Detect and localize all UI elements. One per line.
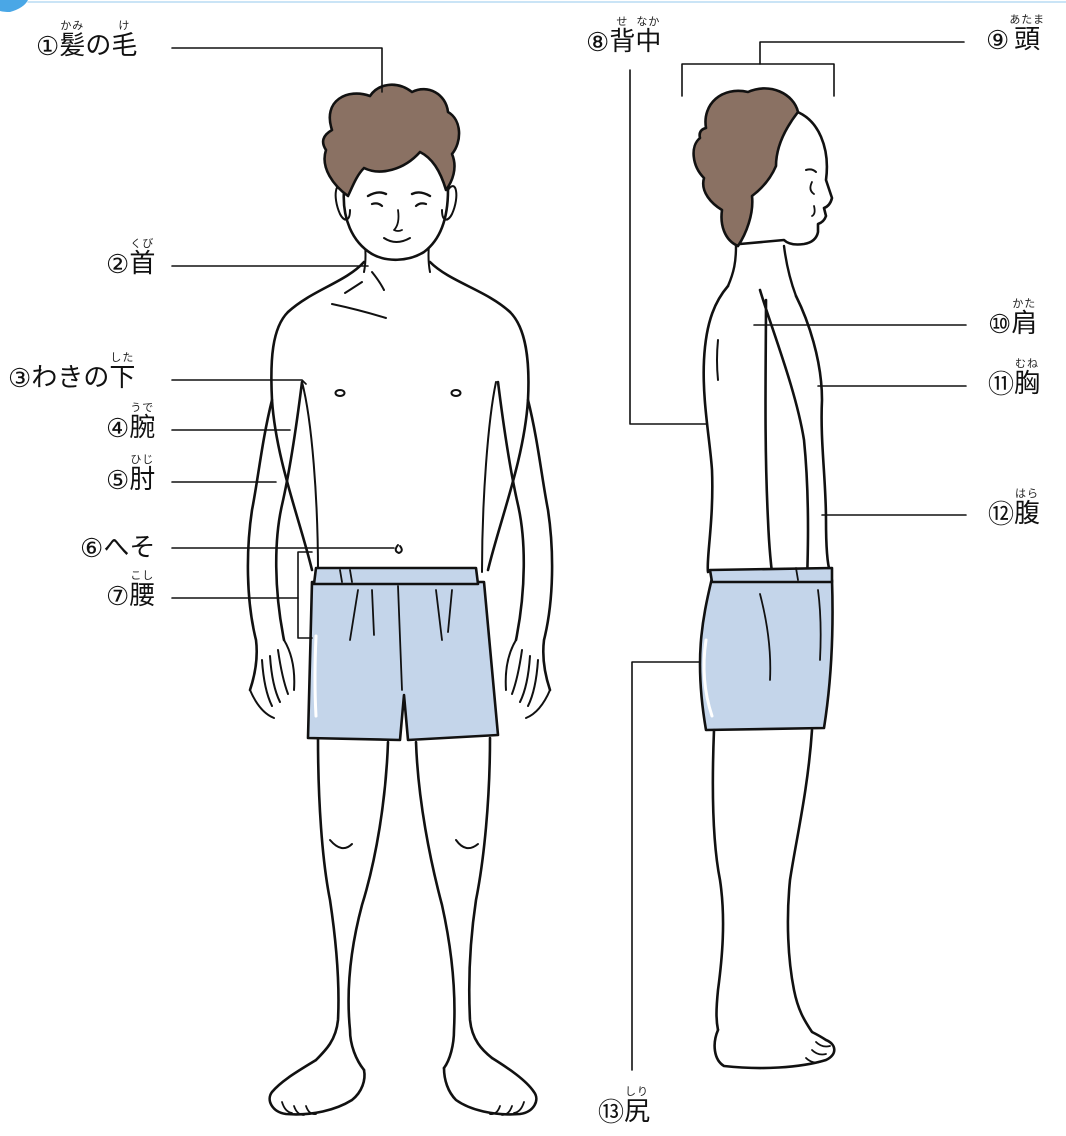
label-number: ③ — [8, 366, 31, 392]
label-number: ⑤ — [106, 468, 129, 494]
front-knee-right — [456, 840, 478, 848]
label-ruby-group: くび首 — [129, 238, 155, 278]
leader-head — [760, 42, 964, 64]
label-number: ⑧ — [586, 30, 609, 56]
side-shorts — [700, 568, 833, 730]
label-number: ④ — [106, 416, 129, 442]
front-shoulder-right — [430, 262, 510, 312]
label-ruby-group: かた肩 — [1011, 298, 1037, 338]
leader-hair — [172, 48, 382, 92]
front-nipple-left — [336, 390, 345, 396]
side-head — [694, 88, 832, 246]
label-text: 胸 — [1014, 370, 1040, 398]
label-number: ⑥ — [80, 536, 103, 562]
label-number: ⑦ — [106, 584, 129, 610]
front-knee-left — [330, 840, 352, 848]
label-text: 腕 — [129, 414, 155, 442]
front-legs — [316, 738, 492, 1070]
front-feet — [270, 1058, 537, 1115]
leader-back — [630, 70, 706, 424]
corner-accent — [0, 0, 28, 12]
label-ruby-group: かみ髪 — [59, 20, 85, 60]
label-ruby-group: むね胸 — [1014, 358, 1040, 398]
side-leg-back — [713, 730, 723, 1030]
label-ruby-group: こし腰 — [129, 570, 155, 610]
label-text: 腰 — [129, 582, 155, 610]
label-ruby-group: うで腕 — [129, 402, 155, 442]
label-ruby-group: はら腹 — [1014, 488, 1040, 528]
label-text: 腹 — [1014, 500, 1040, 528]
leader-buttocks — [632, 662, 700, 1070]
label-text: わきの — [31, 364, 109, 392]
label-text: 首 — [129, 250, 155, 278]
label-ruby-group: せ背 — [609, 16, 635, 56]
label-text: 毛 — [111, 32, 137, 60]
side-leg-front — [788, 730, 812, 1032]
front-figure — [248, 85, 552, 1115]
side-back — [704, 286, 728, 572]
label-number: ⑩ — [988, 312, 1011, 338]
label-text: へそ — [103, 534, 155, 562]
label-number: ⑨ — [986, 28, 1009, 54]
label-text: 下 — [109, 364, 135, 392]
front-collarbone — [332, 282, 386, 318]
front-shorts — [308, 568, 498, 740]
label-text: 頭 — [1009, 26, 1045, 54]
front-nipple-right — [452, 390, 461, 396]
label-number: ② — [106, 252, 129, 278]
label-number: ⑫ — [988, 502, 1014, 528]
side-neck — [728, 246, 796, 296]
label-text: 背 — [609, 28, 635, 56]
label-number: ⑪ — [988, 372, 1014, 398]
label-armpit: ③わきのした下 — [8, 352, 135, 392]
side-inner-back — [717, 340, 718, 380]
leader-lines — [172, 42, 966, 1070]
front-head — [323, 85, 459, 260]
label-number: ① — [36, 34, 59, 60]
label-ruby-group: しり尻 — [624, 1086, 650, 1126]
side-figure — [694, 88, 835, 1068]
label-text: 肘 — [129, 466, 155, 494]
label-text: の — [85, 32, 111, 60]
front-navel — [396, 545, 402, 553]
label-ruby-group: なか中 — [635, 16, 661, 56]
leader-armpit — [172, 380, 306, 384]
label-text: 尻 — [624, 1098, 650, 1126]
label-ruby-group: あたま頭 — [1009, 14, 1045, 54]
label-ruby-group: け毛 — [111, 20, 137, 60]
label-text: 中 — [635, 28, 661, 56]
label-ruby-group: ひじ肘 — [129, 454, 155, 494]
label-text: 髪 — [59, 32, 85, 60]
label-text: 肩 — [1011, 310, 1037, 338]
label-number: ⑬ — [598, 1100, 624, 1126]
label-ruby-group: した下 — [109, 352, 135, 392]
side-front — [796, 296, 830, 572]
